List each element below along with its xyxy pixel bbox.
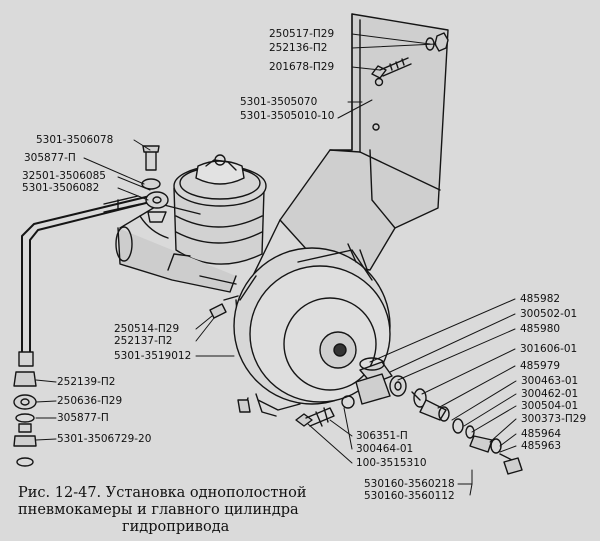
caption-line-1: Рис. 12-47. Установка однополостной	[18, 485, 307, 501]
label-485980: 485980	[520, 323, 561, 335]
label-530160-3560218: 530160-3560218	[364, 478, 455, 490]
label-250514-p29: 250514-П29	[114, 323, 180, 335]
label-305877-p-bottom: 305877-П	[57, 412, 109, 424]
label-250636-p29: 250636-П29	[57, 395, 123, 407]
label-250517-p29: 250517-П29	[269, 28, 335, 40]
label-305877-p-top: 305877-П	[24, 152, 76, 164]
chamber-bolt	[295, 395, 355, 427]
label-485982: 485982	[520, 293, 561, 305]
label-5301-3506078: 5301-3506078	[36, 134, 114, 146]
inlet-fittings	[355, 357, 523, 475]
label-485979: 485979	[520, 360, 561, 372]
label-5301-3519012: 5301-3519012	[114, 350, 192, 362]
label-5301-3506082: 5301-3506082	[22, 182, 100, 194]
label-5301-3505010-10: 5301-3505010-10	[240, 110, 335, 122]
label-5301-3506729-20: 5301-3506729-20	[57, 433, 152, 445]
label-252139-p2: 252139-П2	[57, 376, 116, 388]
master-cylinder	[115, 154, 267, 293]
label-485963: 485963	[521, 440, 562, 452]
label-300463-01: 300463-01	[521, 375, 579, 387]
pneumatic-chamber	[209, 243, 391, 417]
label-100-3515310: 100-3515310	[356, 457, 427, 469]
label-201678-p29: 201678-П29	[269, 61, 335, 73]
label-252136-p2: 252136-П2	[269, 42, 328, 54]
label-32501-3506085: 32501-3506085	[22, 170, 106, 182]
label-306351-p: 306351-П	[356, 430, 408, 442]
label-300504-01: 300504-01	[521, 400, 579, 412]
label-485964: 485964	[521, 428, 562, 440]
fluid-tube	[18, 195, 151, 367]
label-300464-01: 300464-01	[356, 443, 414, 455]
caption-line-3: гидропривода	[122, 519, 230, 535]
label-300373-p29: 300373-П29	[521, 413, 587, 425]
label-530160-3560112: 530160-3560112	[364, 490, 455, 502]
caption-line-2: пневмокамеры и главного цилиндра	[18, 502, 299, 518]
label-5301-3505070: 5301-3505070	[240, 96, 318, 108]
label-300502-01: 300502-01	[520, 308, 578, 320]
label-301606-01: 301606-01	[520, 343, 578, 355]
tube-fitting	[141, 145, 169, 223]
label-252137-p2: 252137-П2	[114, 335, 173, 347]
tube-end-fittings	[13, 371, 37, 467]
leader-lines	[35, 33, 517, 496]
label-300462-01: 300462-01	[521, 388, 579, 400]
bracket-bolt	[371, 57, 412, 79]
